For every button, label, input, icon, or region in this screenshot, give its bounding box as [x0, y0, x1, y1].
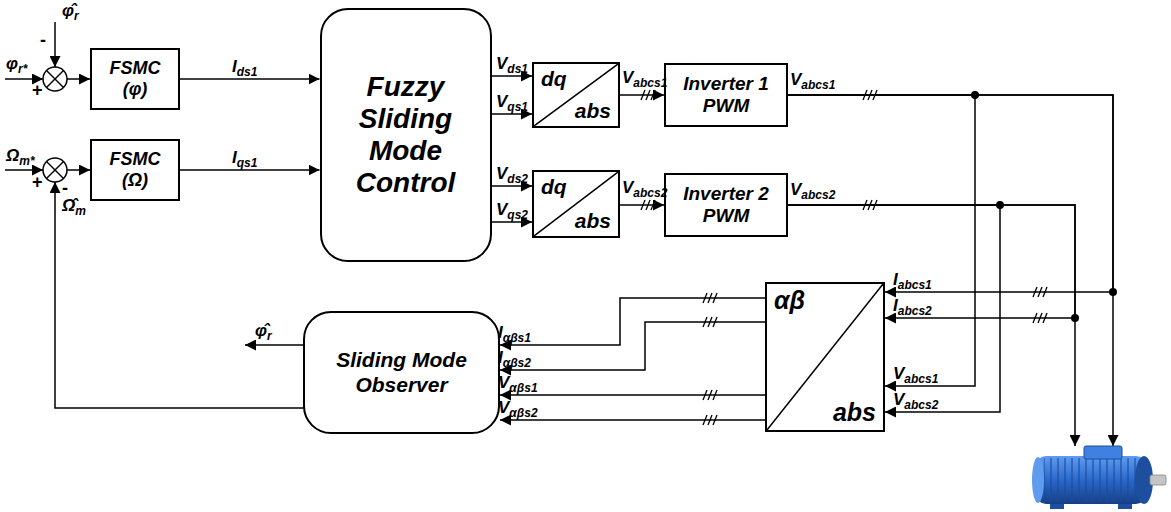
sign-label: + — [32, 172, 43, 192]
controller-box: FSMC (φ) — [90, 48, 180, 110]
signal-wire — [67, 78, 90, 80]
motor-illustration — [1150, 475, 1166, 485]
signal-label: Vabcs2 — [790, 180, 835, 201]
box-text: Inverter 2 PWM — [670, 183, 782, 227]
signal-label: Vabcs1 — [893, 364, 938, 385]
box-text: Fuzzy Sliding Mode Control — [343, 71, 468, 200]
sign-label: + — [32, 80, 43, 100]
signal-connector — [500, 394, 765, 396]
control-block: Fuzzy Sliding Mode Control — [320, 8, 492, 262]
box-text-group: Inverter 2 PWM — [670, 183, 782, 227]
signal-wire — [54, 22, 56, 67]
box-text-group: Inverter 1 PWM — [670, 73, 782, 117]
motor-illustration — [1032, 457, 1044, 503]
sign-label: - — [62, 178, 68, 198]
signal-wire — [67, 169, 90, 171]
box-text-group: Fuzzy Sliding Mode Control — [343, 71, 468, 200]
box-text: Inverter 1 PWM — [670, 73, 782, 117]
motor-illustration — [1084, 446, 1122, 459]
signal-label: Iabcs1 — [893, 270, 932, 291]
box-text-group: FSMC (Ω) — [105, 149, 165, 190]
inverter-box: Inverter 2 PWM — [664, 173, 788, 237]
transform-box: dqabs — [532, 62, 620, 128]
signal-label: Vqs1 — [496, 92, 528, 113]
signal-label: Ω̂m — [62, 196, 86, 217]
signal-label: Vabcs1 — [622, 68, 667, 89]
signal-label: Iabcs2 — [893, 296, 932, 317]
junction-dot — [1109, 288, 1117, 296]
box-text: Sliding Mode Observer — [327, 348, 477, 396]
box-text: abs — [575, 99, 611, 122]
motor-illustration — [1032, 446, 1166, 509]
box-text: abs — [575, 209, 611, 232]
signal-label: Vabcs2 — [622, 178, 667, 199]
box-text: dq — [541, 175, 567, 198]
signal-label: Iqs1 — [232, 148, 257, 169]
junction-dot — [971, 91, 979, 99]
diagonal-divider — [767, 284, 883, 430]
summing-junction — [43, 67, 67, 91]
signal-wire — [5, 22, 1113, 446]
box-text: abs — [833, 399, 876, 427]
controller-box: FSMC (Ω) — [90, 139, 180, 201]
motor-illustration — [1044, 458, 1136, 502]
signal-wire — [55, 182, 321, 408]
summing-junction — [47, 71, 64, 88]
signal-label: Vabcs1 — [790, 70, 835, 91]
signal-label: Vαβs2 — [498, 398, 538, 419]
signal-label: Vqs2 — [496, 200, 528, 221]
summing-junction — [43, 67, 67, 182]
diagonal-divider — [534, 64, 618, 126]
observer-block: Sliding Mode Observer — [303, 311, 500, 434]
signal-label: Vds2 — [496, 164, 528, 185]
junction-dot — [1071, 314, 1079, 322]
signal-wire — [5, 169, 43, 171]
transform-box: αβ abs — [765, 282, 885, 432]
signal-label: Iαβs2 — [498, 348, 531, 369]
signal-connector — [500, 419, 765, 421]
motor-illustration — [1036, 456, 1146, 504]
box-text-group: Sliding Mode Observer — [327, 348, 477, 396]
signal-connector — [500, 322, 765, 370]
summing-junction — [47, 162, 64, 179]
summing-junction — [47, 71, 64, 88]
signal-connector — [788, 95, 1113, 292]
signal-label: Vαβs1 — [498, 373, 538, 394]
signal-label: φ̂r — [62, 1, 79, 22]
signal-label: Iαβs1 — [498, 323, 531, 344]
box-text-group: FSMC (φ) — [105, 58, 165, 99]
signal-label: Vds1 — [496, 54, 528, 75]
box-text: FSMC (Ω) — [105, 149, 165, 190]
signal-connector — [620, 204, 664, 206]
signal-label: Ωm* — [6, 146, 35, 167]
summing-junction — [47, 162, 64, 179]
signal-label: φr* — [6, 54, 27, 75]
transform-box: dqabs — [532, 170, 620, 238]
sign-label: - — [40, 30, 46, 50]
box-text: FSMC (φ) — [105, 58, 165, 99]
signal-label: Vabcs2 — [893, 390, 938, 411]
junction-dot — [996, 201, 1004, 209]
signal-connector — [620, 94, 664, 96]
signal-label: φ̂r — [255, 321, 272, 342]
box-text: αβ — [774, 287, 805, 315]
diagonal-divider — [534, 172, 618, 236]
box-text: dq — [541, 67, 567, 90]
signal-wire — [5, 78, 43, 80]
inverter-box: Inverter 1 PWM — [664, 63, 788, 127]
signal-label: Ids1 — [232, 57, 257, 78]
